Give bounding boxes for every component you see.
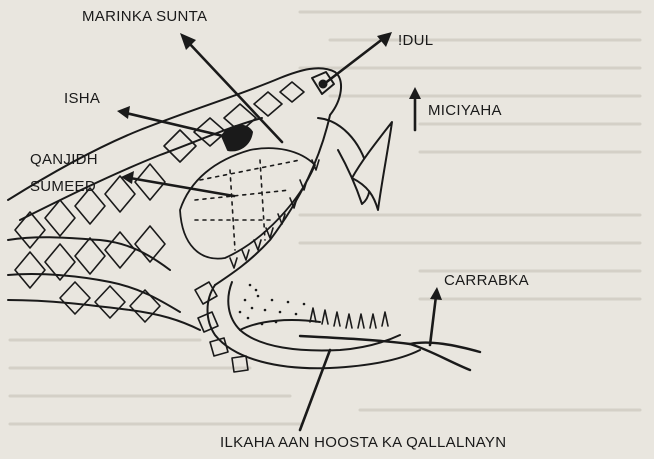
label-miciyaha: MICIYAHA (428, 100, 502, 122)
label-ilkaha: ILKAHA AAN HOOSTA KA QALLALNAYN (220, 432, 506, 454)
label-isha: ISHA (64, 88, 100, 110)
label-carrabka: CARRABKA (444, 270, 529, 292)
label-qanjidh: QANJIDH (30, 149, 98, 171)
label-sumeed: SUMEED (30, 176, 96, 198)
label-dul: !DUL (398, 30, 433, 52)
label-marinka-sunta: MARINKA SUNTA (82, 6, 207, 28)
